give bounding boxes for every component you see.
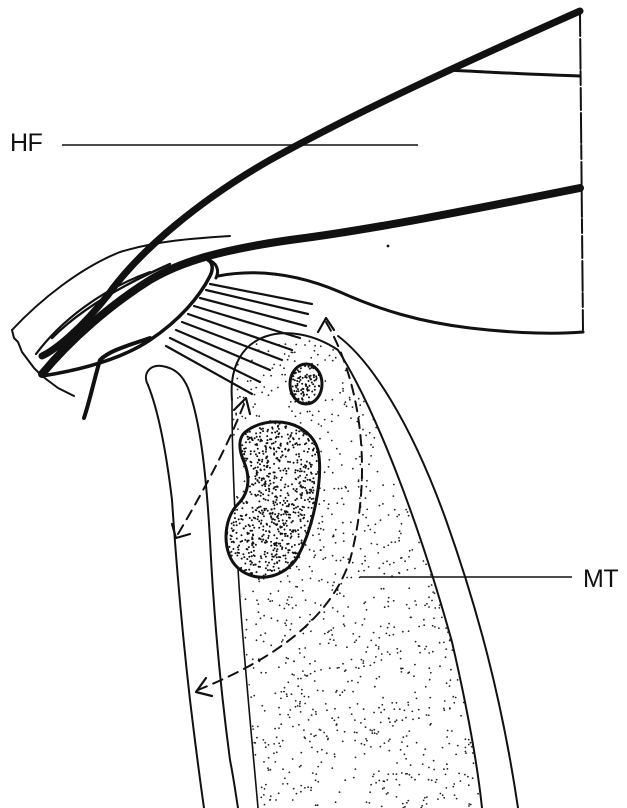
- small-oval: [287, 362, 324, 407]
- left-bone-outline: [146, 366, 238, 808]
- hf-label: HF: [10, 131, 42, 156]
- mt-label: MT: [583, 567, 618, 592]
- leader-lines: [62, 145, 572, 577]
- speck: [387, 245, 390, 248]
- arrowhead-up-2: [318, 318, 334, 332]
- ligament-fiber: [166, 346, 252, 394]
- flexor-right-border: [580, 14, 583, 330]
- metatarsal-outer-edge: [338, 336, 518, 808]
- flexor-belly: [218, 273, 583, 333]
- left-bone-outer: [148, 385, 204, 808]
- flexor-inner-line: [445, 70, 580, 76]
- flexor-attachment-curve-2: [84, 338, 150, 418]
- flexor-hallucis-structure: [12, 11, 583, 418]
- bone-outlines: [146, 333, 518, 808]
